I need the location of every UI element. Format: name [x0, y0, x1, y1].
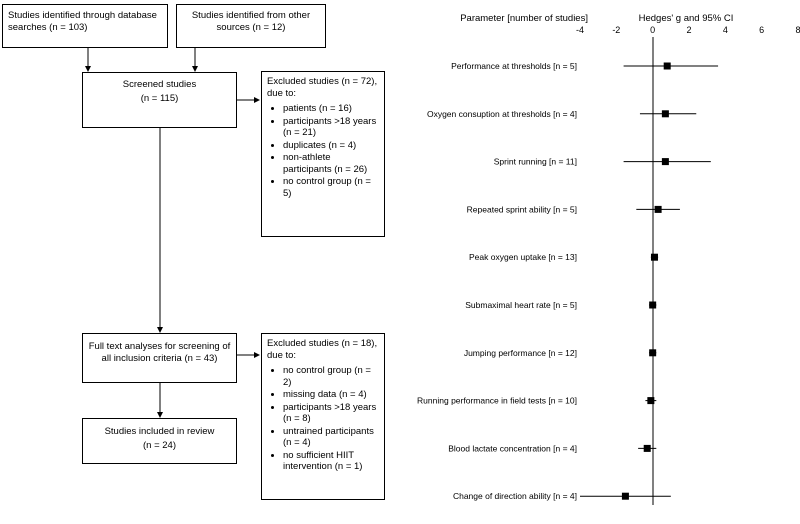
list-item: untrained participants (n = 4)	[283, 426, 379, 449]
excluded2-list: no control group (n = 2) missing data (n…	[267, 365, 379, 473]
box-screened-count: (n = 115)	[140, 92, 179, 104]
forest-row-label: Oxygen consuption at thresholds [n = 4]	[427, 109, 577, 119]
x-tick-label: 8	[795, 25, 800, 35]
effect-size-marker	[661, 158, 669, 166]
list-item: participants >18 years (n = 21)	[283, 116, 379, 139]
box-database-studies: Studies identified through database sear…	[2, 4, 168, 48]
box-included-title: Studies included in review	[104, 426, 215, 437]
box-fulltext-text: Full text analyses for screening of all …	[88, 341, 231, 364]
list-item: no sufficient HIIT intervention (n = 1)	[283, 450, 379, 473]
forest-row-label: Repeated sprint ability [n = 5]	[467, 204, 577, 214]
effect-size-marker	[649, 301, 657, 309]
box-database-text: Studies identified through database sear…	[8, 10, 157, 33]
forest-row-label: Running performance in field tests [n = …	[417, 396, 577, 406]
box-screened: Screened studies (n = 115)	[82, 72, 237, 128]
forest-rows: Performance at thresholds [n = 5] Oxygen …	[417, 61, 719, 501]
forest-row-label: Change of direction ability [n = 4]	[453, 491, 577, 501]
forest-row-label: Submaximal heart rate [n = 5]	[465, 300, 577, 310]
box-fulltext: Full text analyses for screening of all …	[82, 333, 237, 383]
forest-row-label: Performance at thresholds [n = 5]	[451, 61, 577, 71]
forest-row-label: Jumping performance [n = 12]	[464, 348, 577, 358]
box-screened-title: Screened studies	[122, 79, 197, 90]
effect-size-marker	[621, 492, 629, 500]
list-item: patients (n = 16)	[283, 103, 379, 115]
list-item: duplicates (n = 4)	[283, 140, 379, 152]
x-tick-label: 4	[723, 25, 728, 35]
box-other-sources: Studies identified from other sources (n…	[176, 4, 326, 48]
box-excluded1-title: Excluded studies (n = 72), due to:	[267, 76, 378, 99]
x-tick-label: -2	[612, 25, 620, 35]
box-excluded-fulltext: Excluded studies (n = 18), due to: no co…	[261, 333, 385, 500]
effect-size-marker	[654, 205, 662, 213]
box-included-count: (n = 24)	[142, 439, 176, 451]
forest-row-label: Peak oxygen uptake [n = 13]	[469, 252, 577, 262]
list-item: no control group (n = 2)	[283, 365, 379, 388]
effect-size-marker	[643, 444, 651, 452]
box-included: Studies included in review (n = 24)	[82, 418, 237, 464]
effect-size-marker	[647, 397, 655, 405]
effect-size-marker	[650, 253, 658, 261]
forest-row-label: Sprint running [n = 11]	[494, 157, 577, 167]
box-excluded2-title: Excluded studies (n = 18), due to:	[267, 338, 378, 361]
effect-size-marker	[649, 349, 657, 357]
list-item: no control group (n = 5)	[283, 176, 379, 199]
effect-size-marker	[661, 110, 669, 118]
forest-row-label: Blood lactate concentration [n = 4]	[448, 443, 577, 453]
x-tick-label: 2	[686, 25, 691, 35]
forest-x-ticks: -4 -2 0 2 4 6 8	[576, 25, 800, 35]
box-excluded-screening: Excluded studies (n = 72), due to: patie…	[261, 71, 385, 237]
list-item: missing data (n = 4)	[283, 389, 379, 401]
box-other-text: Studies identified from other sources (n…	[191, 10, 311, 33]
excluded1-list: patients (n = 16) participants >18 years…	[267, 103, 379, 199]
forest-x-axis-label: Hedges' g and 95% CI	[639, 13, 734, 24]
x-tick-label: 6	[759, 25, 764, 35]
forest-row-header: Parameter [number of studies]	[460, 13, 588, 24]
list-item: non-athlete participants (n = 26)	[283, 152, 379, 175]
list-item: participants >18 years (n = 8)	[283, 402, 379, 425]
flow-arrows	[85, 48, 260, 418]
x-tick-label: 0	[650, 25, 655, 35]
effect-size-marker	[663, 62, 671, 70]
x-tick-label: -4	[576, 25, 584, 35]
